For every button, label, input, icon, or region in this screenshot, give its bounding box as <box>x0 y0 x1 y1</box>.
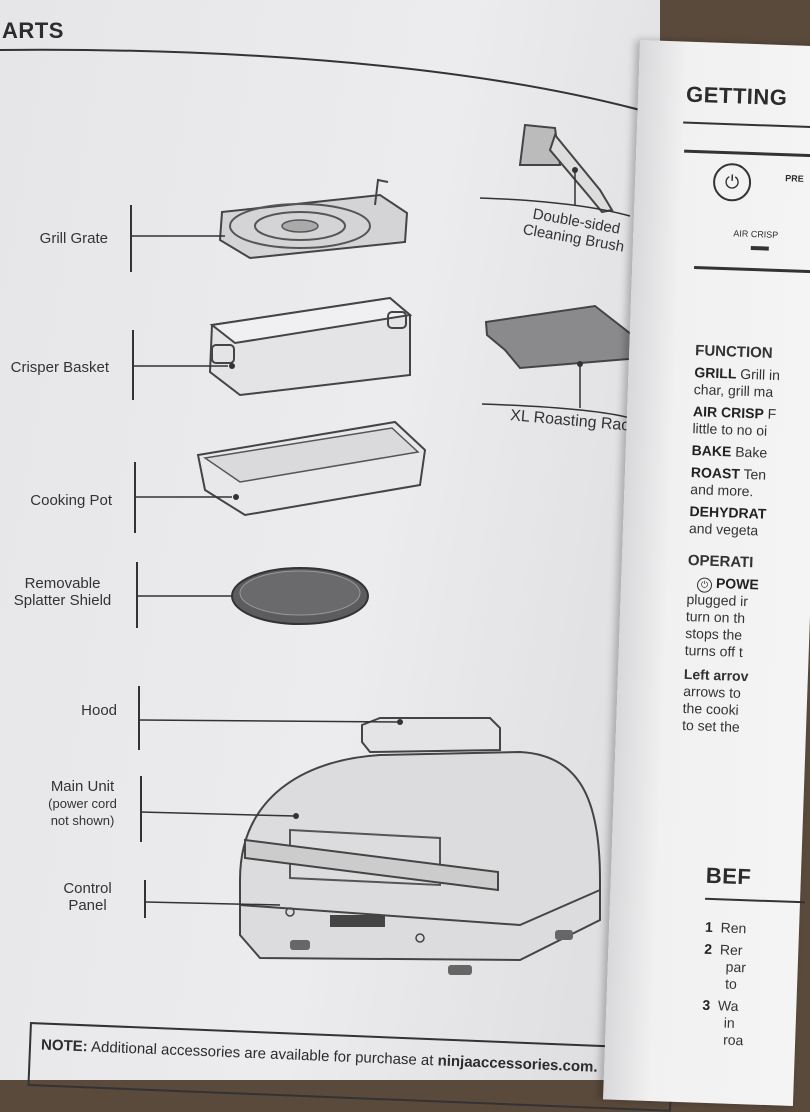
parts-section-title: ARTS <box>2 18 64 43</box>
dehydrate-text-2: and vegeta <box>688 520 759 539</box>
label-grill-grate: Grill Grate <box>39 230 108 247</box>
step-1-text: Ren <box>720 919 747 937</box>
crisper-basket-illustration <box>134 296 413 397</box>
cleaning-brush-illustration <box>479 123 631 217</box>
pre-label: PRE <box>785 173 804 184</box>
label-cooking-pot: Cooking Pot <box>30 492 112 509</box>
step-2: 2 Rer <box>704 941 743 959</box>
power-icon: ⏻ <box>712 162 752 202</box>
power-l1: plugged ir <box>686 590 749 610</box>
arrows-l1: arrows to <box>683 682 742 701</box>
step-3-l2: in <box>723 1014 735 1031</box>
parts-illustrations <box>0 48 647 975</box>
note-link: ninjaaccessories.com. <box>437 1052 598 1076</box>
note-line: NOTE: Additional accessories are availab… <box>41 1036 598 1075</box>
label-main-unit: Main Unit (power cord not shown) <box>30 778 135 829</box>
bake-text: Bake <box>731 443 768 461</box>
air-crisp-panel-label: AIR CRISP <box>733 228 779 240</box>
operating-heading: OPERATI <box>687 551 754 572</box>
getting-started-title: GETTING <box>685 81 788 111</box>
before-heading: BEF <box>705 862 752 890</box>
step-3-l3: roa <box>722 1031 744 1049</box>
roast-text: Ten <box>739 465 767 483</box>
label-hood: Hood <box>81 702 117 719</box>
cooking-pot-illustration <box>135 420 427 517</box>
note-text: Additional accessories are available for… <box>87 1038 438 1070</box>
roasting-rack-illustration <box>481 304 647 419</box>
before-rule <box>705 897 806 903</box>
main-unit-illustration <box>139 717 601 975</box>
label-main-unit-line2: (power cord <box>48 796 117 811</box>
dehydrate-key: DEHYDRAT <box>689 503 767 522</box>
bake-key: BAKE <box>691 442 732 460</box>
splatter-shield-illustration <box>138 567 369 625</box>
roast-text-2: and more. <box>690 481 754 500</box>
label-splatter-shield: Removable Splatter Shield <box>0 575 125 609</box>
arrows-l3: to set the <box>681 716 740 735</box>
step-2-l3: to <box>724 975 738 992</box>
step-2-num: 2 <box>704 940 713 958</box>
grill-grate-illustration <box>132 178 409 260</box>
step-3-text: Wa <box>717 997 739 1015</box>
grill-key: GRILL <box>694 364 737 382</box>
step-2-l2: par <box>725 958 747 976</box>
right-page: GETTING ⏻ PRE AIR CRISP FUNCTION GRILL G… <box>603 40 810 1106</box>
grill-text: Grill in <box>736 365 781 384</box>
title-underline <box>683 121 810 129</box>
panel-top-rule <box>684 149 810 158</box>
step-1-num: 1 <box>704 918 714 936</box>
step-2-text: Rer <box>719 941 743 959</box>
label-crisper-basket: Crisper Basket <box>10 359 109 376</box>
panel-bottom-rule <box>694 266 810 275</box>
arrows-l2: the cooki <box>682 699 740 718</box>
power-l4: turns off t <box>684 641 744 660</box>
functions-heading: FUNCTION <box>694 342 773 362</box>
roast-key: ROAST <box>690 464 741 482</box>
step-3-num: 3 <box>702 996 711 1014</box>
grill-text-2: char, grill ma <box>693 381 774 400</box>
label-control-panel-line1: Control <box>63 880 112 897</box>
label-splatter-shield-line1: Removable <box>24 575 101 592</box>
label-main-unit-line3: not shown) <box>50 813 115 828</box>
step-3: 3 Wa <box>702 997 739 1015</box>
air-crisp-text-2: little to no oi <box>692 420 768 439</box>
air-crisp-indicator <box>750 245 769 251</box>
label-control-panel-line2: Panel <box>68 897 107 914</box>
air-crisp-text: F <box>763 405 777 422</box>
note-prefix: NOTE: <box>40 1036 89 1056</box>
air-crisp-key: AIR CRISP <box>692 403 765 422</box>
label-splatter-shield-line2: Splatter Shield <box>13 592 112 609</box>
power-key: POWE <box>715 574 760 593</box>
power-l2: turn on th <box>685 607 746 627</box>
label-main-unit-line1: Main Unit <box>50 778 115 795</box>
step-1: 1 Ren <box>705 919 747 937</box>
power-l3: stops the <box>685 624 743 643</box>
function-bake: BAKE Bake <box>691 442 767 462</box>
label-control-panel: Control Panel <box>45 880 130 914</box>
